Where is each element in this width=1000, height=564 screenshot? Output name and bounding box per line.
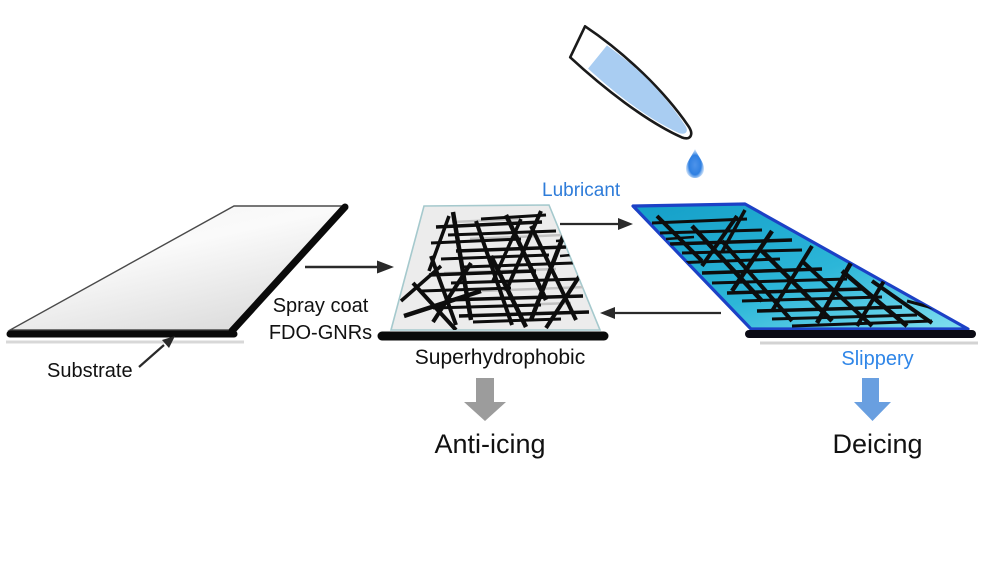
substrate-plate-right-edge	[228, 203, 349, 335]
nanorod	[403, 288, 482, 319]
nanorod	[491, 218, 523, 282]
nanorod	[472, 317, 562, 324]
deicing-label: Deicing	[832, 429, 923, 459]
nanorod-mesh-right	[651, 209, 945, 328]
nanorod	[411, 281, 458, 330]
pipette-icon	[568, 24, 693, 140]
nanorod	[726, 287, 863, 295]
arrow-spray-coat	[305, 260, 394, 274]
superhydrophobic-label: Superhydrophobic	[414, 346, 586, 369]
nanorod	[855, 274, 889, 328]
nanorod	[488, 255, 529, 328]
nanorod	[458, 310, 590, 318]
nanorod	[503, 214, 549, 301]
nanorod	[529, 225, 578, 321]
nanorod	[528, 228, 569, 321]
nanorod	[428, 269, 537, 277]
nanorod	[730, 229, 774, 293]
nanorod	[815, 259, 854, 325]
nanorod	[504, 210, 543, 292]
arrow-anti-icing	[464, 378, 506, 421]
arrow-add-lubricant	[560, 218, 633, 230]
nanorod	[474, 220, 514, 326]
nanorod	[669, 238, 793, 246]
nanorod	[770, 244, 814, 313]
lubricant-droplet-icon	[686, 149, 704, 178]
nanorod	[791, 319, 933, 328]
nanorod	[429, 255, 458, 326]
nanorod	[655, 214, 704, 263]
nanorod	[681, 248, 803, 255]
nanorod	[399, 264, 443, 303]
nanorod	[455, 245, 567, 253]
arrow-deicing	[854, 378, 891, 421]
nanorod	[700, 214, 739, 268]
slippery-label: Slippery	[841, 348, 914, 370]
nanorod	[427, 215, 451, 272]
spray-coat-line1: Spray coat	[272, 295, 369, 317]
nanorod	[651, 217, 748, 225]
nanorod	[447, 229, 557, 237]
nanorod	[720, 209, 747, 253]
nanorod	[480, 213, 547, 221]
arrow-substrate-pointer	[138, 336, 175, 368]
spray-coat-line2: FDO-GNRs	[268, 322, 373, 344]
spray-coat-label: Spray coat FDO-GNRs	[238, 293, 403, 347]
slippery-plate	[631, 202, 978, 345]
nanorod	[760, 249, 834, 323]
nanorod	[450, 211, 474, 321]
pipette-liquid	[588, 45, 687, 134]
arrow-remove-lubricant	[600, 307, 721, 319]
nanorod	[690, 224, 764, 303]
substrate-label: Substrate	[47, 360, 133, 382]
nanorod	[800, 259, 874, 328]
lubricant-label: Lubricant	[542, 180, 621, 201]
nanorod	[430, 237, 522, 245]
nanorod	[659, 228, 763, 235]
anti-icing-label: Anti-icing	[434, 429, 546, 459]
substrate-plate	[6, 203, 349, 344]
nanorod	[720, 239, 794, 323]
process-arrows	[138, 218, 721, 368]
nanorod	[701, 267, 823, 275]
